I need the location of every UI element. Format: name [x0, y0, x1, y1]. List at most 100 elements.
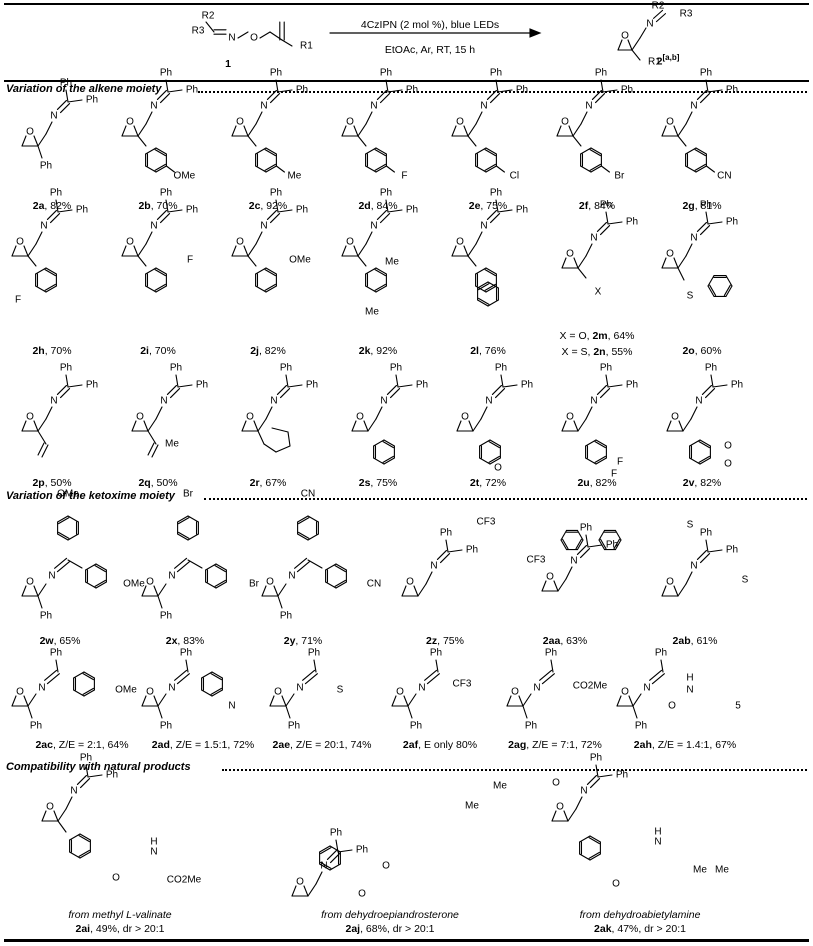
atom-r1: R1: [648, 57, 661, 68]
bond: [334, 579, 347, 587]
phenyl-label: Ph: [635, 721, 647, 732]
bond: [385, 165, 395, 173]
phenyl-label: Ph: [525, 721, 537, 732]
bond: [281, 695, 287, 707]
bond: [572, 123, 582, 137]
compound-id: 2e: [468, 200, 481, 212]
bond: [41, 444, 49, 458]
bond: [257, 418, 267, 432]
bond: [477, 281, 489, 289]
bond: [401, 585, 407, 597]
bond: [413, 585, 419, 597]
bond: [451, 245, 457, 257]
bond: [45, 121, 53, 135]
bond: [291, 885, 297, 897]
bond: [214, 579, 227, 587]
compound-yield: , 81%: [694, 200, 722, 212]
bond: [709, 284, 717, 297]
caption-2a: 2a, 82%: [33, 200, 72, 212]
bond: [41, 810, 47, 822]
bond: [707, 221, 723, 225]
bond: [485, 165, 497, 173]
bond: [477, 299, 489, 307]
compound-id: 2n: [593, 346, 606, 358]
bond: [587, 544, 603, 548]
bond: [677, 583, 687, 597]
atom-r3: R3: [192, 26, 205, 37]
bond: [588, 837, 601, 845]
bond: [605, 211, 609, 225]
bond: [275, 445, 291, 453]
bond: [596, 384, 607, 395]
compound-id: 2m: [592, 330, 608, 342]
phenyl-label: Ph: [626, 217, 638, 228]
caption-2x: 2x, 83%: [166, 635, 205, 647]
bond: [600, 165, 610, 173]
caption-2k: 2k, 92%: [359, 345, 398, 357]
caption-2t: 2t, 72%: [470, 477, 506, 489]
bond: [375, 165, 387, 173]
bond: [506, 695, 512, 707]
bond: [725, 285, 733, 297]
epoxide-oxygen: O: [546, 572, 554, 583]
bond: [652, 9, 664, 19]
bond: [23, 695, 29, 707]
bond: [27, 243, 37, 257]
imine-nitrogen: N: [50, 396, 57, 407]
bond: [87, 774, 103, 778]
bond: [589, 835, 601, 843]
compound-id: 2aj: [345, 923, 361, 935]
epoxide-oxygen: O: [356, 412, 364, 423]
bond: [175, 374, 179, 388]
bond: [689, 439, 701, 447]
bond: [215, 563, 227, 571]
phenyl-label: Ph: [466, 545, 478, 556]
phenyl-label: Ph: [545, 648, 557, 659]
section-natural-title: Compatibility with natural products: [6, 761, 191, 773]
oxygen-label: O: [724, 441, 732, 452]
bond: [600, 79, 604, 93]
bond: [76, 774, 87, 785]
bond: [689, 457, 701, 465]
bond: [489, 439, 501, 447]
substituent-label: Br: [614, 171, 625, 182]
caption-2ah: 2ah, Z/E = 1.4:1, 67%: [634, 739, 736, 751]
bond: [696, 549, 707, 560]
phenyl-label: Ph: [416, 380, 428, 391]
bond: [589, 853, 601, 861]
bond: [263, 443, 277, 453]
bond: [685, 243, 693, 257]
bond: [156, 209, 167, 220]
bond: [490, 93, 501, 104]
phenyl-label: Ph: [86, 95, 98, 106]
bond: [50, 213, 61, 224]
bond: [57, 517, 70, 525]
compound-yield: , 82%: [258, 345, 286, 357]
compound-yield: , 49%, dr > 20:1: [90, 923, 165, 935]
phenyl-label: Ph: [516, 85, 528, 96]
bond: [673, 585, 679, 597]
imine-nitrogen: N: [260, 221, 267, 232]
substituent-label: OMe: [57, 489, 79, 500]
natural-source-2aj: from dehydroepiandrosterone: [321, 909, 459, 921]
bond: [95, 581, 107, 589]
caption-2aj: 2aj, 68%, dr > 20:1: [345, 923, 434, 935]
bond: [375, 147, 387, 155]
sulfur-label: S: [687, 520, 694, 531]
caption-2c: 2c, 92%: [249, 200, 288, 212]
bond: [673, 125, 679, 137]
imine-nitrogen: N: [690, 561, 697, 572]
bond: [685, 147, 697, 155]
bond: [655, 13, 667, 23]
bond: [463, 245, 469, 257]
bond: [685, 165, 697, 173]
ketone-oxygen: O: [552, 778, 560, 789]
bond: [275, 199, 279, 213]
compound-yield: , 75%: [480, 200, 508, 212]
bond: [83, 671, 95, 679]
compound-id: 2ac: [35, 739, 53, 751]
compound-id: 2v: [682, 477, 695, 489]
bond: [167, 89, 183, 93]
bond: [174, 557, 188, 569]
imine-nitrogen: N: [370, 101, 377, 112]
